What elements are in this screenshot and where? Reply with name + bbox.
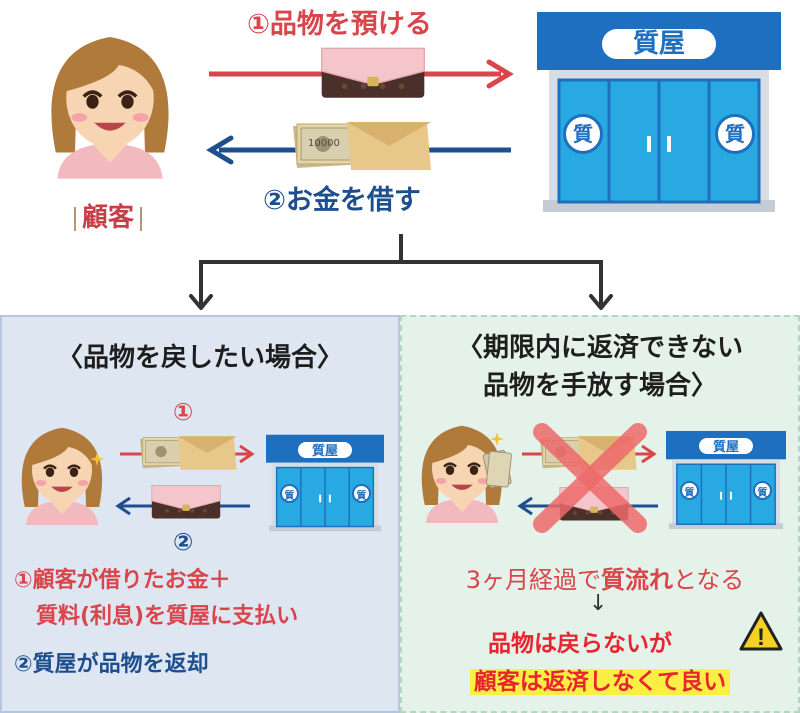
step-deposit-label: ①品物を預ける	[247, 9, 432, 40]
warning-icon: !	[739, 611, 783, 651]
redeem-money-icon	[140, 432, 238, 474]
shop-sign-text: 質屋	[632, 29, 685, 59]
forfeit-shop-sign-text: 質屋	[712, 440, 739, 455]
redeem-step2-number: ②	[173, 528, 194, 556]
redeem-shop-badge-left-text: 質	[284, 491, 295, 502]
banknote-value: 10000	[308, 138, 340, 149]
forfeit-flow-bold: 質流れ	[601, 566, 673, 594]
forfeit-banknotes-icon	[482, 449, 512, 488]
redeem-step1-number: ①	[173, 398, 194, 426]
shop-sign: 質屋	[599, 26, 719, 62]
forfeit-shop-badge-left: 質	[680, 481, 699, 500]
forfeit-warning-line2: 顧客は返済しなくて良い	[400, 662, 800, 696]
forfeit-warning-line1: 品物は戻らないが	[488, 631, 672, 657]
step-loan-label: ②お金を借す	[263, 185, 421, 216]
redeem-note2: ②質屋が品物を返却	[14, 652, 209, 677]
shop-badge-left: 質	[563, 114, 603, 154]
redeem-pawnshop: 質屋 質 質	[266, 434, 384, 532]
split-connector	[189, 234, 613, 310]
label-tick-right	[140, 206, 143, 231]
redeem-shop-sign-text: 質屋	[311, 444, 338, 459]
shop-badge-left-text: 質	[573, 122, 593, 146]
forfeit-panel-title-line2: 品物を手放す場合〉	[482, 371, 717, 401]
forfeit-down-arrow: ↓	[589, 591, 608, 616]
forfeit-shop-badge-right-text: 質	[757, 488, 768, 499]
forfeit-flow-post: となる	[673, 566, 745, 594]
customer-label-text: 顧客	[82, 203, 135, 233]
forfeit-panel-title-line1: 〈期限内に返済できない	[456, 333, 743, 363]
pawnshop-building: 質屋 質 質	[537, 12, 781, 212]
forfeit-shop-badge-right: 質	[753, 481, 772, 500]
cross-mark-icon	[533, 423, 647, 533]
redeem-panel-title: 〈品物を戻したい場合〉	[56, 343, 343, 373]
forfeit-flow-pre: 3ヶ月経過で	[465, 566, 601, 594]
customer-avatar	[40, 10, 180, 190]
warning-icon-glyph: !	[757, 624, 765, 651]
wallet-icon	[316, 44, 430, 102]
forfeit-flow-text: 3ヶ月経過で質流れとなる	[420, 560, 790, 595]
forfeit-shop-badge-left-text: 質	[684, 488, 695, 499]
redeem-shop-badge-left: 質	[280, 484, 299, 503]
shop-badge-right: 質	[715, 114, 755, 154]
sparkle-icon	[90, 452, 104, 466]
redeem-wallet-icon	[148, 482, 224, 522]
redeem-shop-sign: 質屋	[296, 440, 354, 460]
redeem-shop-badge-right: 質	[352, 484, 371, 503]
redeem-note1-line2: 質料(利息)を質屋に支払い	[36, 604, 299, 629]
redeem-shop-badge-right-text: 質	[356, 491, 367, 502]
customer-label: 顧客	[68, 197, 148, 234]
label-tick-left	[74, 206, 76, 231]
shop-badge-right-text: 質	[725, 122, 745, 146]
happy-customer-avatar	[14, 416, 110, 526]
forfeit-shop-sign: 質屋	[697, 436, 755, 456]
forfeit-sparkle-icon	[490, 432, 504, 446]
forfeit-warning-highlight: 顧客は返済しなくて良い	[469, 669, 731, 695]
redeem-note1-line1: ①顧客が借りたお金＋	[14, 568, 231, 593]
forfeit-pawnshop: 質屋 質 質	[666, 430, 786, 530]
